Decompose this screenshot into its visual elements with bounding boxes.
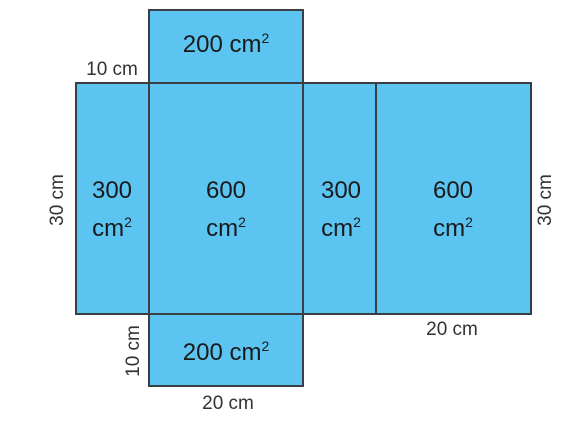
- face-back-value: 600: [433, 177, 473, 204]
- dim-bottom-width: 20 cm: [202, 393, 254, 414]
- dim-bottom-depth: 10 cm: [123, 325, 144, 377]
- face-back-unit: cm2: [433, 214, 473, 242]
- face-left: [75, 82, 150, 315]
- face-left-value: 300: [92, 177, 132, 204]
- face-bottom-label: 200 cm2: [183, 338, 270, 366]
- face-front: [148, 82, 304, 315]
- dim-right-height: 30 cm: [535, 174, 556, 226]
- face-top: [148, 9, 304, 84]
- face-top-label: 200 cm2: [183, 30, 270, 58]
- dim-top-left-width: 10 cm: [86, 59, 138, 80]
- faces: [75, 9, 532, 387]
- dim-back-width: 20 cm: [426, 319, 478, 340]
- dim-left-height: 30 cm: [47, 174, 68, 226]
- face-left-unit: cm2: [92, 214, 132, 242]
- face-right-value: 300: [321, 177, 361, 204]
- face-back: [375, 82, 532, 315]
- face-bottom: [148, 313, 304, 387]
- face-front-value: 600: [206, 177, 246, 204]
- face-front-unit: cm2: [206, 214, 246, 242]
- face-right-unit: cm2: [321, 214, 361, 242]
